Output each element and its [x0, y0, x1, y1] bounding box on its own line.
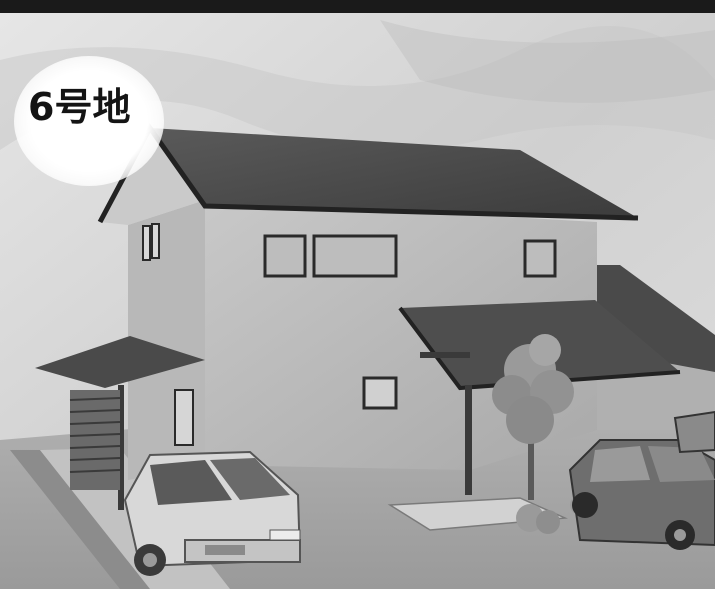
top-border: [0, 0, 715, 13]
sky-texture-2: [380, 20, 715, 103]
front-door: [174, 389, 194, 446]
window-side-1: [142, 225, 151, 261]
main-roof: [150, 128, 638, 218]
slatted-screen-lines: [69, 397, 121, 473]
porch-post: [118, 385, 124, 510]
curb: [10, 450, 150, 589]
carport-fascia: [398, 306, 681, 391]
house-illustration: [0, 13, 715, 589]
porch-roof: [35, 336, 205, 388]
garden-tree: [492, 334, 574, 500]
carport-post: [465, 385, 472, 495]
lot-label-bubble: [14, 56, 164, 186]
window-upper-2: [312, 234, 398, 278]
carport-beam: [420, 352, 470, 358]
house-gable: [100, 132, 205, 225]
window-side-2: [151, 223, 160, 259]
right-car: [568, 439, 715, 550]
left-car: [123, 450, 302, 576]
window-upper-3: [523, 239, 557, 278]
slatted-screen: [70, 390, 120, 490]
third-car: [673, 410, 715, 454]
window-lower: [362, 376, 398, 410]
sky-texture: [0, 26, 715, 152]
window-upper-1: [263, 234, 307, 278]
lot-number-label: 6号地: [28, 85, 131, 129]
entrance-steps: [387, 497, 568, 531]
